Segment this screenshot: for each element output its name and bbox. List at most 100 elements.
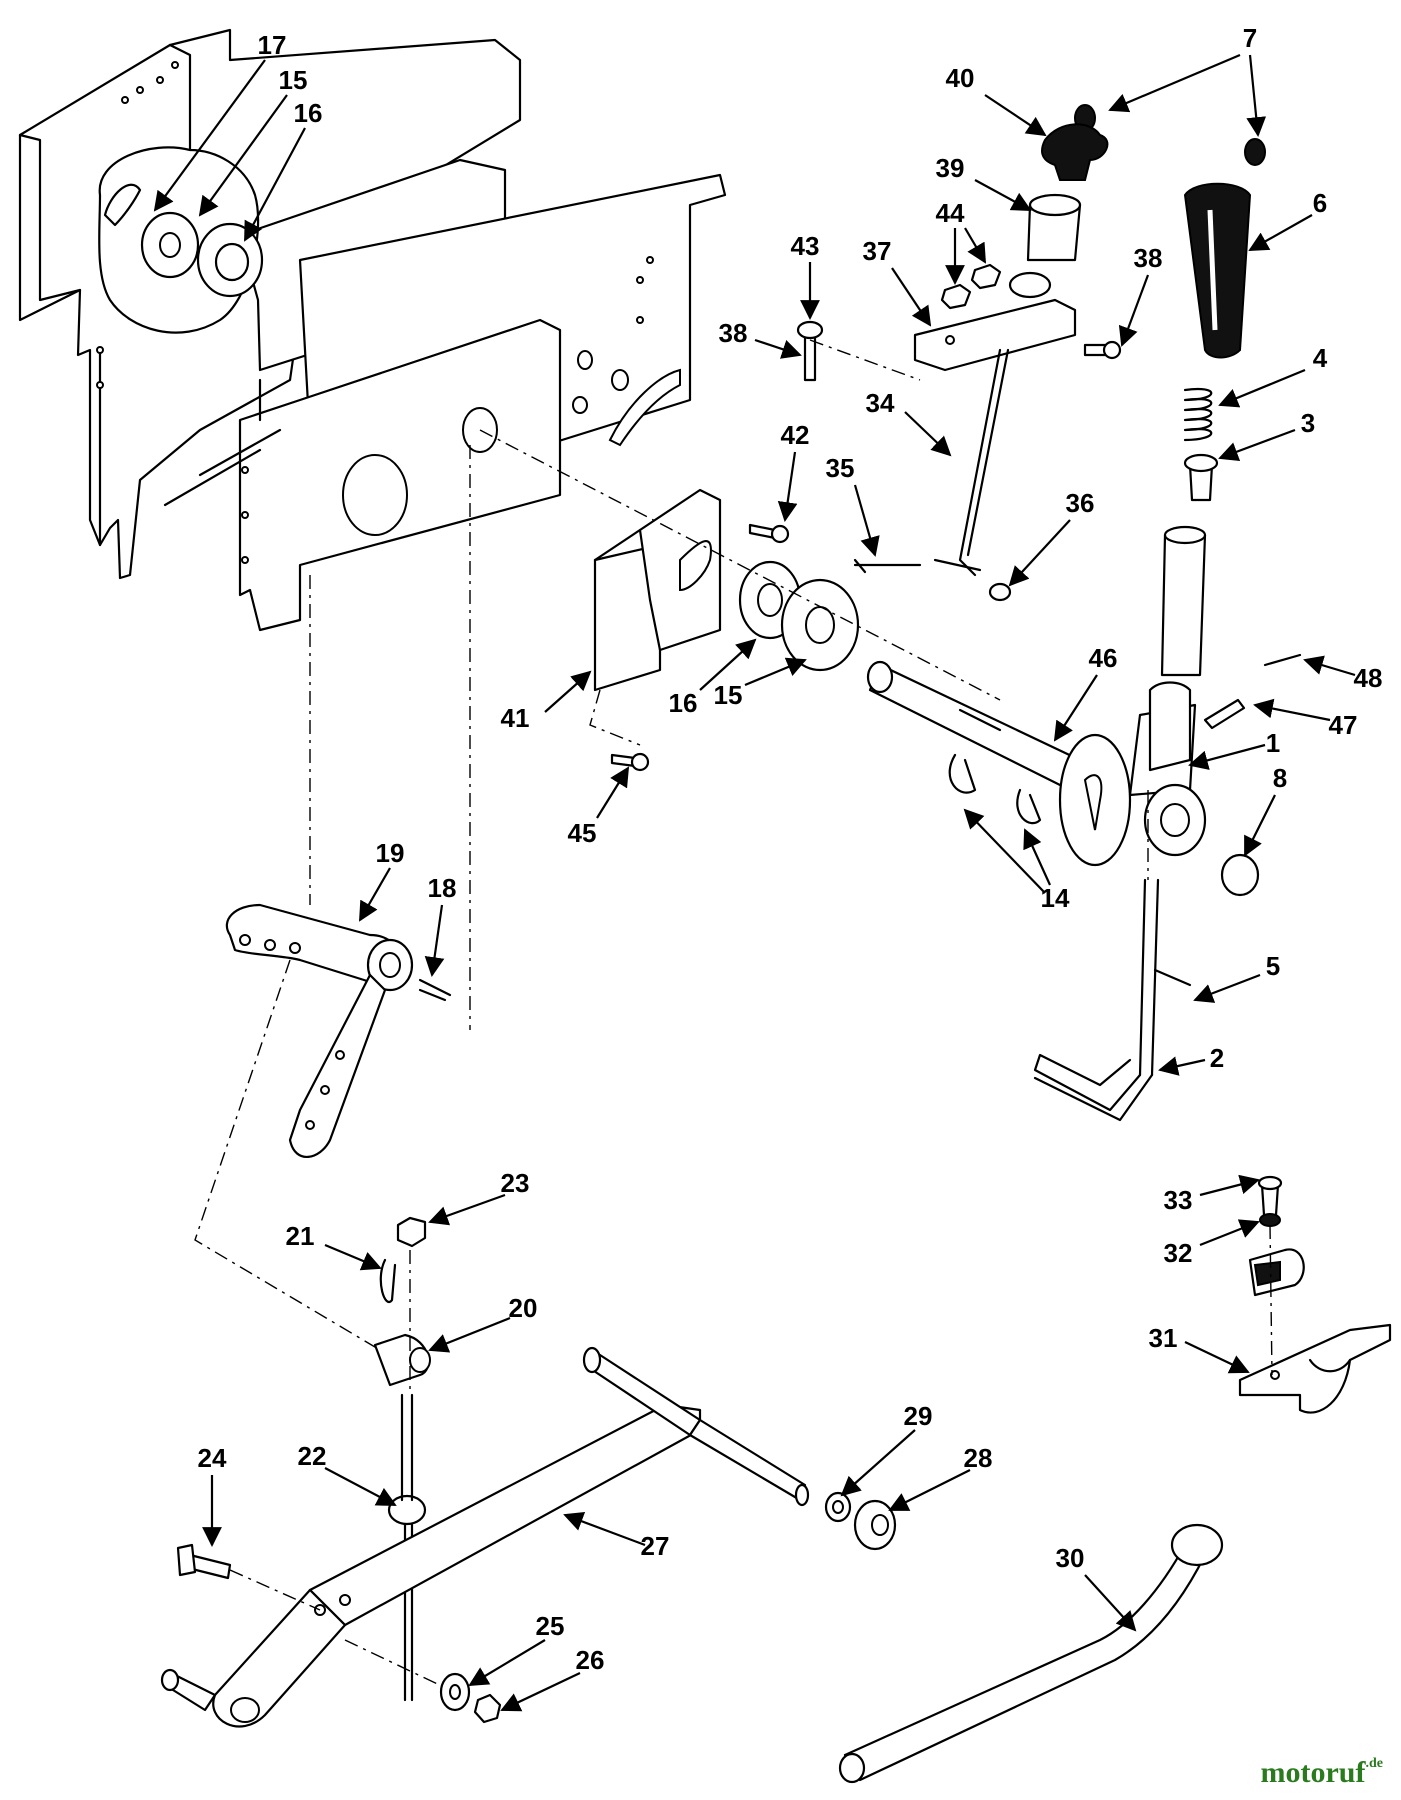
bolt-45	[610, 752, 650, 772]
callout-number: 47	[1329, 710, 1358, 740]
callout-number: 48	[1354, 663, 1383, 693]
callout-number: 4	[1313, 343, 1328, 373]
callout-16: 16	[244, 98, 322, 242]
callout-number: 24	[198, 1443, 227, 1473]
callout-number: 45	[568, 818, 597, 848]
callout-arrow	[1246, 54, 1267, 137]
centerline-bolt-24	[229, 1569, 321, 1611]
callout-arrow	[1118, 274, 1150, 347]
callout-arrow	[1248, 214, 1313, 251]
callout-38: 38	[719, 318, 802, 359]
callout-arrow	[744, 657, 807, 687]
grip-6	[1183, 182, 1252, 359]
callout-30: 30	[1056, 1543, 1137, 1632]
callout-15: 15	[198, 65, 307, 217]
callout-17: 17	[153, 30, 287, 212]
callout-arrow	[324, 1467, 397, 1506]
callout-number: 38	[719, 318, 748, 348]
callout-number: 22	[298, 1441, 327, 1471]
watermark-logo: motoruf.de	[1261, 1756, 1383, 1790]
nut-26	[473, 1693, 502, 1724]
nuts-44	[940, 263, 1002, 310]
callout-arrow	[1199, 1219, 1260, 1247]
callout-arrow	[1253, 698, 1331, 722]
callout-46: 46	[1053, 643, 1117, 742]
callout-arrow	[777, 451, 798, 522]
pin-35	[853, 558, 922, 574]
hairpins-14	[948, 753, 1042, 825]
callout-7: 7	[1108, 23, 1267, 137]
centerline-clamp	[1269, 1224, 1273, 1376]
callout-arrow	[1023, 828, 1052, 886]
callout-8: 8	[1244, 763, 1287, 857]
callout-arrow	[1218, 428, 1296, 462]
callout-arrow	[904, 411, 952, 457]
cross-shaft-27	[160, 1346, 810, 1728]
callout-arrow	[1199, 1174, 1260, 1197]
callout-arrow	[963, 808, 1046, 894]
callout-arrow	[324, 1243, 382, 1271]
clamp	[1248, 1248, 1305, 1297]
rod-2	[1033, 878, 1160, 1122]
callout-arrow	[153, 59, 266, 212]
callout-3: 3	[1218, 408, 1315, 462]
watermark-tld: .de	[1365, 1756, 1384, 1771]
callout-24: 24	[198, 1443, 227, 1547]
callout-arrow	[424, 904, 445, 977]
callout-16: 16	[669, 638, 757, 718]
callout-36: 36	[1008, 488, 1095, 587]
washers-16-15	[738, 560, 860, 672]
callout-arrow	[888, 1469, 971, 1511]
callout-arrow	[853, 484, 880, 557]
centerline-shaft	[479, 429, 1001, 701]
callout-40: 40	[946, 63, 1047, 137]
callout-33: 33	[1164, 1174, 1260, 1215]
frame-bracket	[18, 28, 727, 632]
callout-number: 15	[714, 680, 743, 710]
callout-arrow	[544, 670, 592, 713]
callout-21: 21	[286, 1221, 382, 1271]
callout-number: 14	[1041, 883, 1070, 913]
rod-30	[838, 1523, 1224, 1784]
callout-number: 32	[1164, 1238, 1193, 1268]
washer-43	[796, 320, 824, 340]
callout-arrow	[1008, 519, 1071, 587]
bushing-28	[853, 1499, 897, 1551]
callout-number: 20	[509, 1293, 538, 1323]
bellcrank-19	[225, 903, 414, 1158]
callout-arrow	[1084, 1574, 1137, 1632]
washer-36	[988, 582, 1012, 602]
knob-40	[1041, 123, 1109, 181]
callout-35: 35	[826, 453, 880, 557]
callout-18: 18	[424, 873, 456, 977]
callout-arrow	[1188, 743, 1266, 770]
callout-number: 1	[1266, 728, 1280, 758]
trunnion-20	[373, 1333, 431, 1387]
callout-arrow	[596, 766, 630, 819]
spacer-39	[1026, 193, 1082, 262]
callout-arrow	[1244, 794, 1276, 857]
callout-48: 48	[1303, 655, 1383, 693]
nut-23	[396, 1216, 427, 1248]
callout-23: 23	[428, 1168, 529, 1226]
callout-number: 17	[258, 30, 287, 60]
callout-45: 45	[568, 766, 630, 848]
callout-31: 31	[1149, 1323, 1250, 1374]
tube-upper	[1160, 525, 1207, 677]
callout-arrow	[1053, 674, 1098, 742]
callout-arrow	[1193, 973, 1261, 1003]
pins-47-48	[1203, 653, 1302, 730]
callout-arrow	[1218, 368, 1306, 408]
callout-number: 29	[904, 1401, 933, 1431]
callout-44: 44	[936, 198, 987, 285]
hairpin-21	[379, 1258, 397, 1304]
callout-19: 19	[359, 838, 404, 922]
callout-43: 43	[791, 231, 820, 320]
callout-number: 36	[1066, 488, 1095, 518]
callout-arrow	[840, 1429, 916, 1497]
callout-number: 16	[669, 688, 698, 718]
callout-27: 27	[563, 1511, 669, 1561]
callout-41: 41	[501, 670, 592, 733]
callout-number: 7	[1243, 23, 1257, 53]
